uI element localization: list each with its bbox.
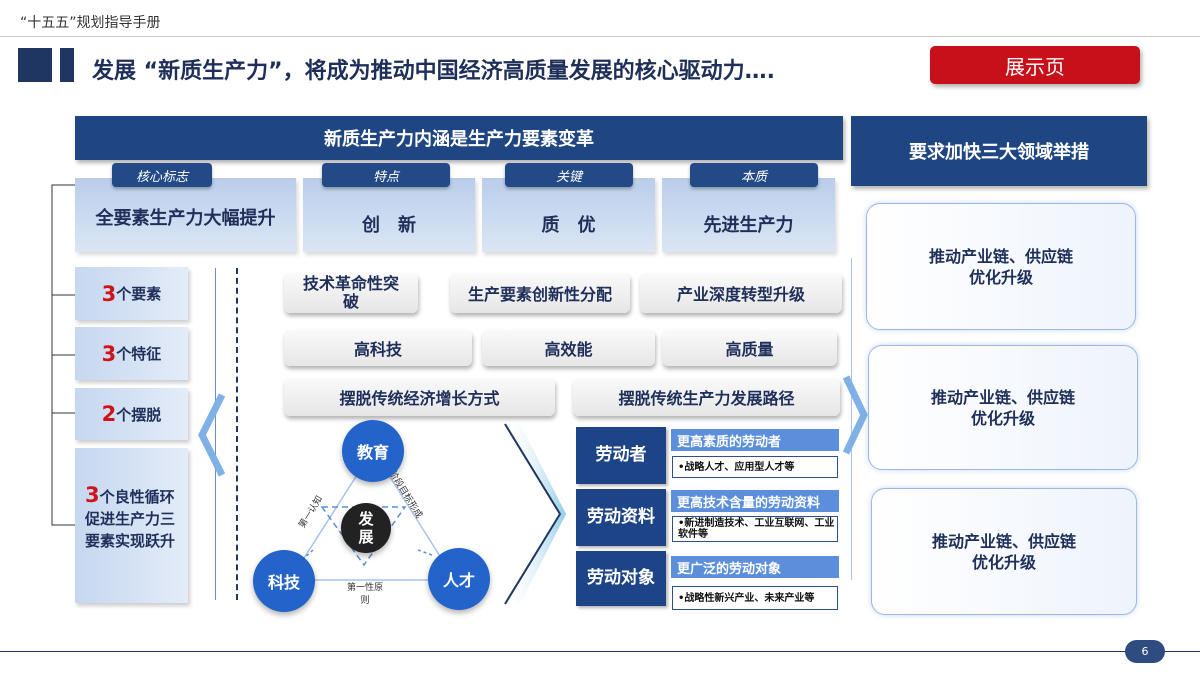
top-card-text: 创 新 (362, 215, 416, 236)
count: 3 (101, 281, 117, 306)
top-card-feature: 创 新 (303, 178, 475, 252)
divider-dashed (236, 268, 238, 600)
pill-escape-path: 摆脱传统生产力发展路径 (573, 378, 840, 416)
node-tech: 科技 (253, 550, 315, 612)
label: 个要素 (116, 285, 162, 303)
right-divider (851, 258, 852, 580)
left-bracket (51, 184, 75, 526)
slide-title: 发展 “新质生产力”，将成为推动中国经济高质量发展的核心驱动力…. (92, 59, 775, 84)
header-divider (0, 36, 1200, 37)
left-item-cycles: 3个良性循环促进生产力三要素实现跃升 (75, 448, 188, 603)
tag-feature: 特点 (322, 163, 450, 187)
factor-means: 劳动资料 (576, 489, 666, 546)
factor-head: 更高素质的劳动者 (671, 429, 839, 451)
factor-head: 更广泛的劳动对象 (671, 556, 839, 578)
label: 个摆脱 (116, 405, 162, 424)
divider-line (215, 268, 216, 600)
chevron-left-icon (198, 393, 226, 477)
count: 3 (85, 483, 100, 507)
top-card-text: 质 优 (541, 215, 596, 236)
top-card-text: 先进生产力 (703, 215, 794, 236)
node-education: 教育 (342, 420, 404, 482)
pill-escape-growth: 摆脱传统经济增长方式 (284, 378, 555, 416)
title-bar-icon (60, 48, 74, 82)
measure-text: 推动产业链、供应链优化升级 (930, 387, 1075, 428)
top-card-key: 质 优 (482, 178, 655, 252)
factor-detail: •战略性新兴产业、未来产业等 (672, 586, 838, 610)
title-square-icon (18, 48, 52, 82)
right-header: 要求加快三大领域举措 (851, 116, 1147, 186)
pill-high-tech: 高科技 (284, 330, 472, 366)
page-number: 6 (1125, 640, 1165, 663)
edge-label-bottom: 第一性原则 (346, 583, 383, 606)
tag-essence: 本质 (690, 163, 818, 187)
factor-name: 劳动者 (595, 445, 647, 465)
label: 个良性循环促进生产力三要素实现跃升 (85, 488, 176, 550)
chevron-right-icon (842, 375, 868, 455)
factor-objects: 劳动对象 (576, 551, 666, 606)
count: 3 (101, 341, 117, 366)
pill-tech-revolution: 技术革命性突破 (284, 273, 418, 313)
measure-card: 推动产业链、供应链优化升级 (871, 488, 1137, 615)
doc-title: “十五五”规划指导手册 (20, 15, 161, 31)
factor-detail: •战略人才、应用型人才等 (672, 456, 838, 478)
measure-card: 推动产业链、供应链优化升级 (868, 345, 1138, 470)
node-development: 发展 (341, 503, 391, 553)
measure-card: 推动产业链、供应链优化升级 (866, 203, 1136, 330)
pill-factor-allocation: 生产要素创新性分配 (450, 273, 630, 313)
factor-name: 劳动对象 (587, 568, 655, 588)
factor-name: 劳动资料 (587, 507, 655, 527)
top-card-essence: 先进生产力 (662, 178, 835, 252)
pill-text: 技术革命性突破 (302, 274, 399, 311)
pill-high-quality: 高质量 (662, 330, 837, 366)
top-card-core: 全要素生产力大幅提升 (75, 178, 296, 252)
pill-industry-upgrade: 产业深度转型升级 (640, 273, 842, 313)
pill-high-efficiency: 高效能 (482, 330, 655, 366)
factor-detail: •新进制造技术、工业互联网、工业软件等 (672, 516, 838, 542)
main-header: 新质生产力内涵是生产力要素变革 (75, 116, 843, 160)
page-button[interactable]: 展示页 (930, 46, 1140, 84)
measure-text: 推动产业链、供应链优化升级 (928, 246, 1073, 287)
chevron-right-big-icon (504, 423, 566, 605)
top-card-text: 全要素生产力大幅提升 (95, 208, 276, 229)
node-talent: 人才 (428, 548, 490, 610)
count: 2 (101, 402, 117, 426)
factor-labor: 劳动者 (576, 427, 666, 484)
tag-core: 核心标志 (112, 163, 212, 187)
center-text: 发展 (358, 510, 374, 546)
footer-line (0, 651, 1200, 652)
label: 个特征 (116, 345, 162, 363)
measure-text: 推动产业链、供应链优化升级 (931, 531, 1076, 572)
factor-head: 更高技术含量的劳动资料 (671, 490, 839, 512)
tag-key: 关键 (505, 163, 633, 187)
